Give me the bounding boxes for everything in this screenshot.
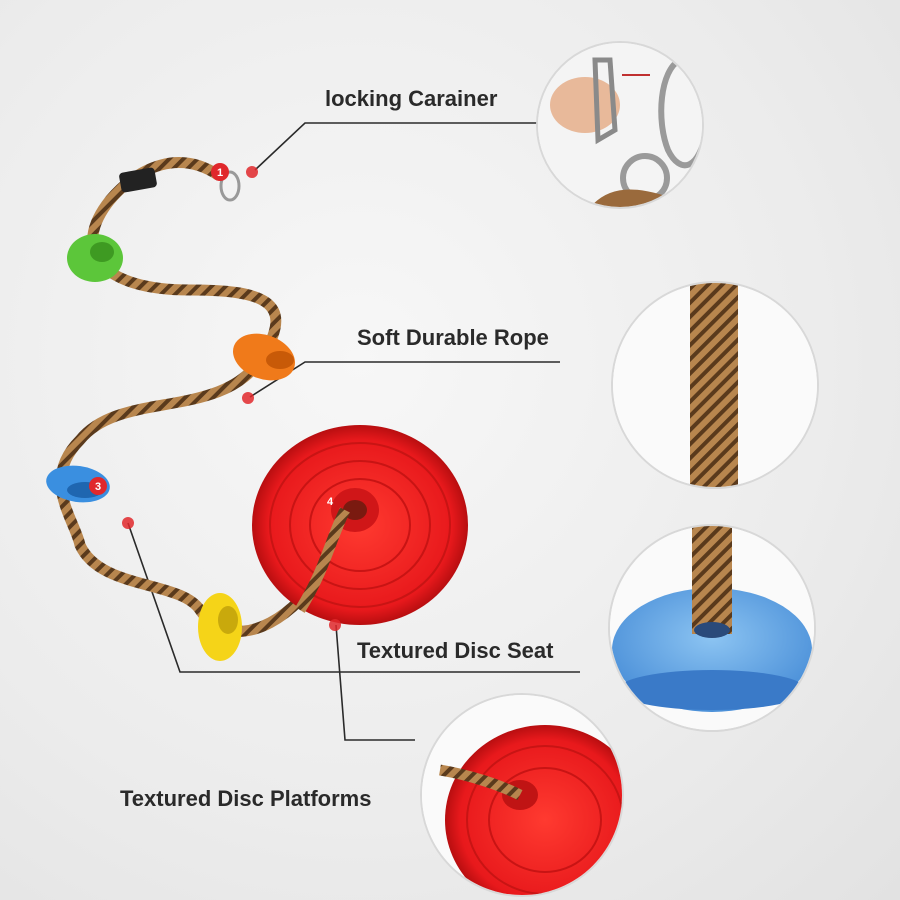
label-textured-disc-seat: Textured Disc Seat [357, 638, 554, 663]
leader-lines [127, 122, 580, 741]
label-soft-durable-rope: Soft Durable Rope [357, 325, 549, 350]
marker-1: 1 [211, 163, 229, 181]
marker-4: 4 [327, 496, 334, 508]
svg-text:3: 3 [95, 481, 101, 493]
detail-carabiner [536, 41, 704, 209]
detail-rope [611, 281, 819, 489]
label-locking-carabiner: locking Carainer [325, 86, 498, 111]
orange-disc [233, 333, 295, 381]
marker-dots [122, 166, 341, 631]
red-disc-seat [252, 425, 468, 625]
yellow-disc [198, 593, 242, 661]
svg-text:4: 4 [327, 496, 334, 508]
marker-3: 3 [89, 477, 107, 495]
green-disc [67, 234, 123, 282]
detail-blue-seat [608, 524, 816, 732]
carabiner-icon [119, 167, 241, 202]
detail-red-platform [420, 693, 624, 897]
svg-text:1: 1 [217, 167, 223, 179]
label-textured-disc-platforms: Textured Disc Platforms [120, 786, 372, 811]
